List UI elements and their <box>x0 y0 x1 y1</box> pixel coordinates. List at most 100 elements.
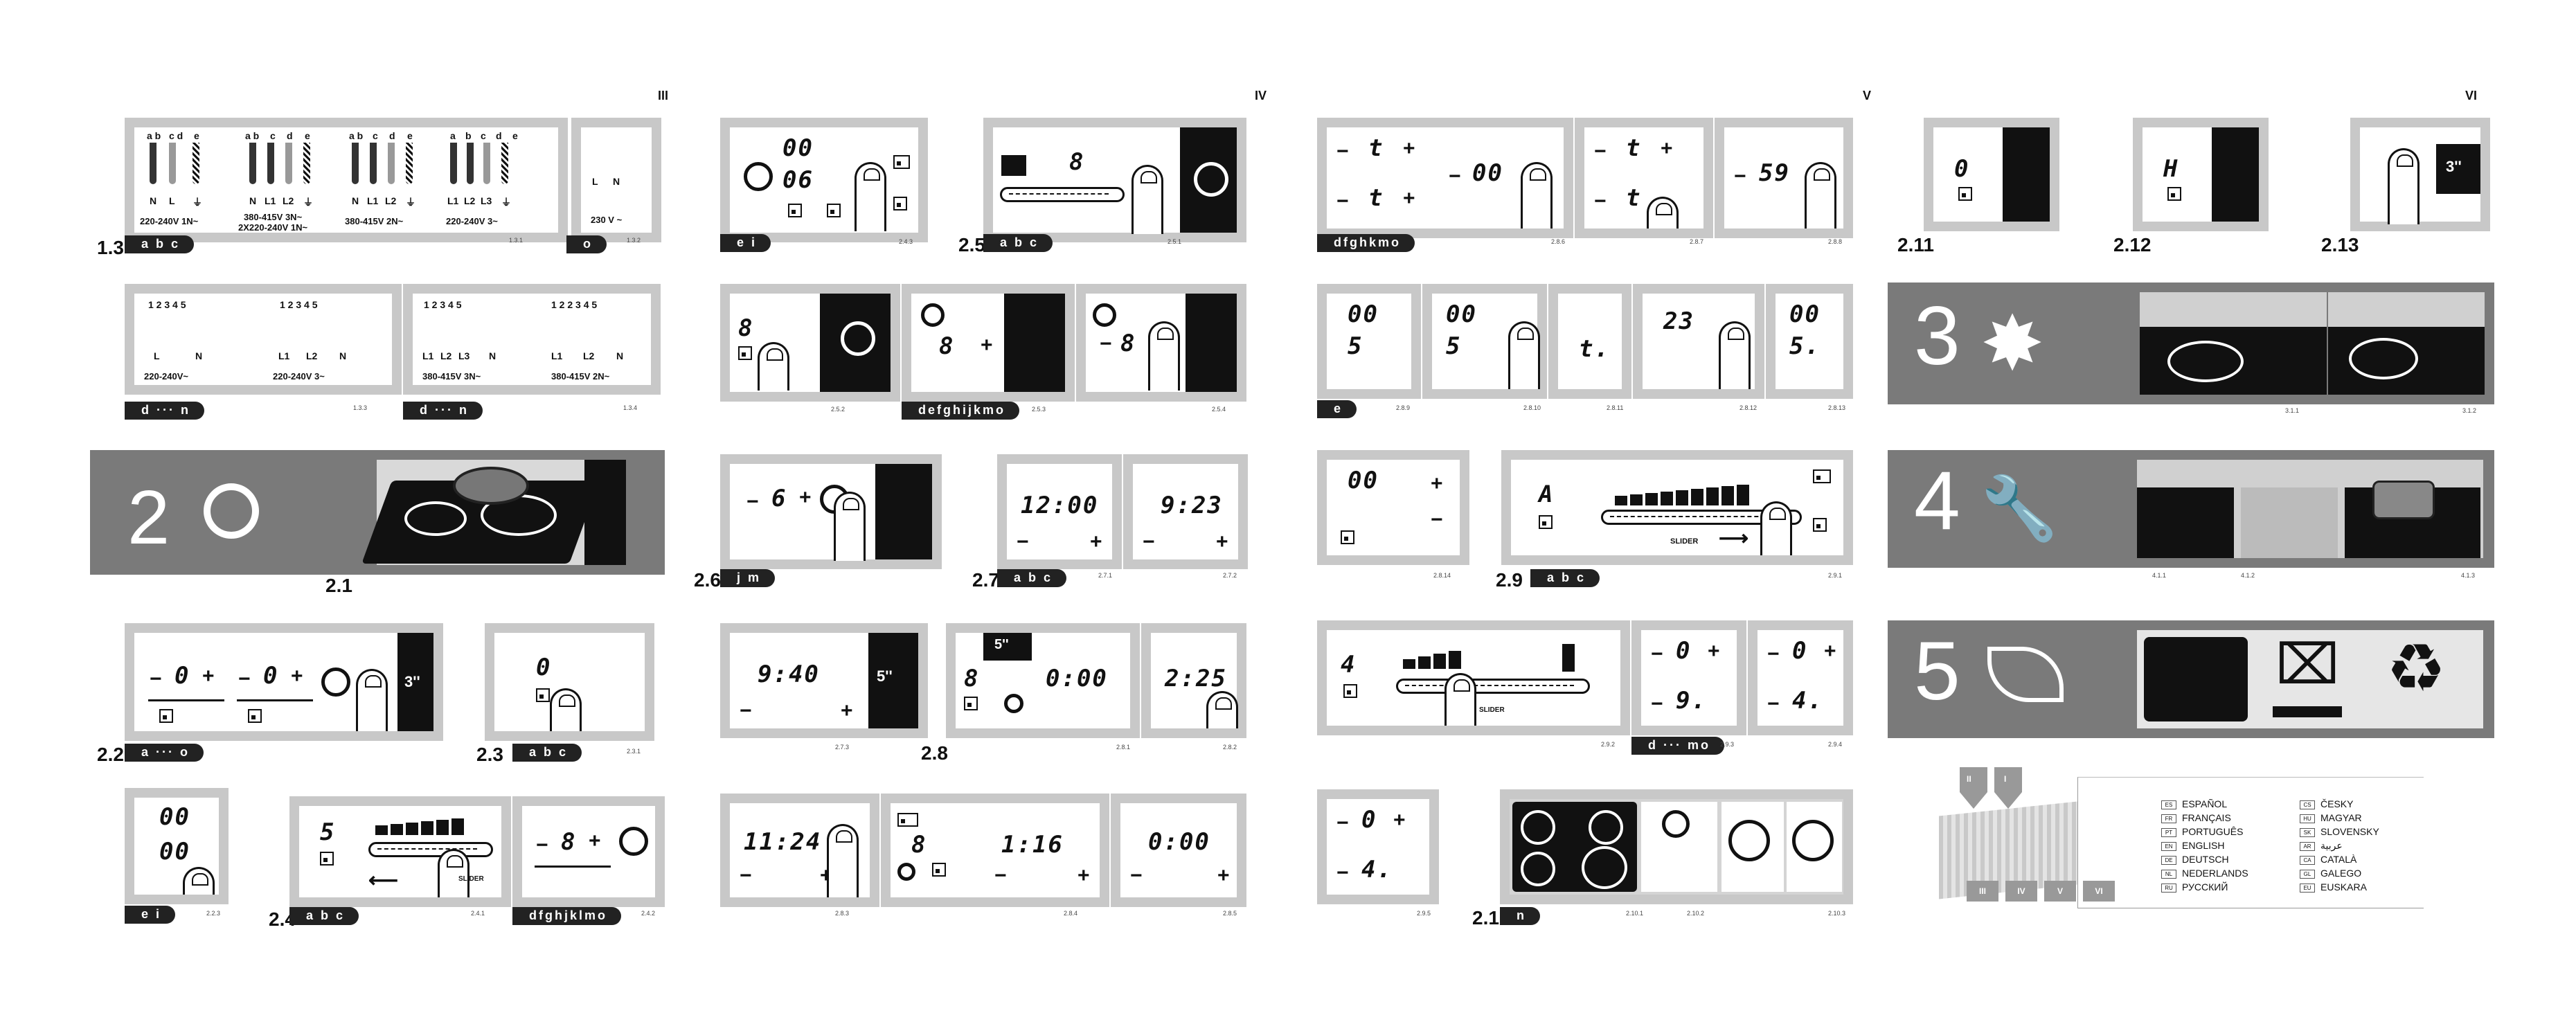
slider-control[interactable] <box>1601 510 1802 525</box>
minus-symbol: − <box>536 834 548 857</box>
key-lock-button[interactable] <box>893 155 910 169</box>
power-button[interactable] <box>744 162 773 191</box>
minus-symbol: − <box>746 490 759 513</box>
terminal-numbers: 1 2 3 4 5 <box>280 299 318 310</box>
power-button[interactable] <box>921 303 945 327</box>
figure-number: 2.7.1 <box>1098 572 1113 579</box>
language-name: FRANÇAIS <box>2182 812 2231 823</box>
section-number: 2.13 <box>2321 234 2359 256</box>
display-panel-2-8-10: 00 5 <box>1422 284 1547 399</box>
slider-control[interactable] <box>1396 679 1590 694</box>
power-button[interactable] <box>321 667 350 697</box>
zone-display: 9. <box>1676 687 1707 715</box>
rotary-knob[interactable] <box>1662 810 1690 838</box>
wire-letter: e <box>407 130 413 141</box>
finger-icon <box>1508 321 1540 389</box>
booklet-tab-label: VI <box>2083 881 2115 902</box>
section-2-banner: 2 <box>90 450 665 575</box>
pan-icon <box>453 467 529 505</box>
timer-display: 00 <box>1472 159 1503 187</box>
finger-icon <box>550 688 582 731</box>
seconds-badge: 5'' <box>994 637 1009 652</box>
slider-control[interactable] <box>368 842 493 857</box>
wire-terminal: L <box>592 176 598 187</box>
finger-icon <box>1521 162 1553 228</box>
language-code: AR <box>2300 841 2315 851</box>
wire-terminal: L3 <box>481 195 492 206</box>
rotary-knob[interactable] <box>1792 820 1834 861</box>
power-key-icon[interactable] <box>893 197 907 210</box>
power-key-icon[interactable] <box>1813 518 1827 532</box>
model-tab: e i <box>720 234 771 252</box>
figure-number: 2.9.5 <box>1417 910 1431 917</box>
bin-bar-icon <box>2273 706 2342 717</box>
wire-terminal: N <box>613 176 620 187</box>
zone-display: 5. <box>1789 332 1821 360</box>
figure-number: 2.4.3 <box>899 238 913 245</box>
language-code: CA <box>2300 855 2315 865</box>
timer-button[interactable] <box>1004 694 1023 713</box>
power-button[interactable] <box>841 321 875 356</box>
plus-symbol: + <box>291 665 303 688</box>
language-name: NEDERLANDS <box>2182 868 2248 879</box>
display-panel-2-8-2: 2:25 <box>1141 623 1246 738</box>
wire-terminal: N <box>249 195 257 206</box>
wire <box>450 143 457 184</box>
figure-number: 2.8.2 <box>1223 744 1237 751</box>
power-button[interactable] <box>897 863 915 881</box>
slider-level-bars <box>1403 651 1461 669</box>
figure-number: 2.8.7 <box>1690 238 1704 245</box>
terminal-letter: N <box>616 350 624 361</box>
voltage-label: 220-240V 3~ <box>446 216 498 226</box>
power-button[interactable] <box>619 827 648 856</box>
wire-terminal: L1 <box>447 195 459 206</box>
zone-display: 8 <box>1120 330 1136 357</box>
zone-indicator <box>1539 515 1553 529</box>
language-code: NL <box>2161 869 2176 879</box>
power-button[interactable] <box>1093 303 1116 327</box>
plus-symbol: + <box>1090 530 1102 553</box>
display-panel-2-4-1: 5 SLIDER ⟵ <box>289 796 511 907</box>
plus-symbol: + <box>1708 640 1720 663</box>
finger-icon <box>1760 501 1792 555</box>
section-big-number: 2 <box>127 475 170 560</box>
section-big-number: 5 <box>1914 625 1960 717</box>
minus-symbol: − <box>238 667 251 690</box>
zone-indicator <box>159 709 173 723</box>
terminal-numbers: 1 2 2 3 4 5 <box>551 299 598 310</box>
hob-ring <box>1589 810 1623 845</box>
slider-control[interactable] <box>1000 187 1125 202</box>
control-strip <box>2003 127 2050 222</box>
wire-terminal: ⏚ <box>303 197 313 208</box>
finger-icon <box>758 342 789 391</box>
arrow-right-icon: ⟶ <box>1719 527 1749 550</box>
display-panel-2-2-3: 00 00 <box>125 788 229 904</box>
environment-illustration: ⌧ ♻ <box>2137 630 2483 728</box>
language-code: ES <box>2161 800 2176 809</box>
timer-display: 1:16 <box>1001 831 1064 859</box>
plus-symbol: + <box>202 665 215 688</box>
booklet-tab-label: V <box>2044 881 2076 902</box>
hob-ring <box>2349 338 2418 379</box>
rotary-knob[interactable] <box>1728 820 1770 861</box>
figure-number: 1.3.1 <box>509 237 524 244</box>
terminal-numbers: 1 2 3 4 5 <box>424 299 462 310</box>
display-panel-2-7-1: 12:00 − + <box>997 454 1122 569</box>
minus-symbol: − <box>1017 530 1029 553</box>
wire-letter: c <box>270 130 276 141</box>
level-bar-icon <box>1562 644 1575 672</box>
minus-symbol: − <box>1651 692 1663 715</box>
figure-number: 2.8.10 <box>1523 404 1541 411</box>
zone-display: 8 <box>939 332 955 360</box>
minus-symbol: − <box>1336 812 1349 834</box>
key-lock-button[interactable] <box>1813 469 1831 483</box>
wire-terminal: L1 <box>367 195 379 206</box>
language-name: عربية <box>2320 840 2343 851</box>
power-button[interactable] <box>1194 162 1228 197</box>
wire-terminal: N <box>352 195 359 206</box>
wire-terminal: ⏚ <box>406 197 415 208</box>
key-lock-button[interactable] <box>897 813 918 827</box>
language-code: PT <box>2161 827 2176 837</box>
